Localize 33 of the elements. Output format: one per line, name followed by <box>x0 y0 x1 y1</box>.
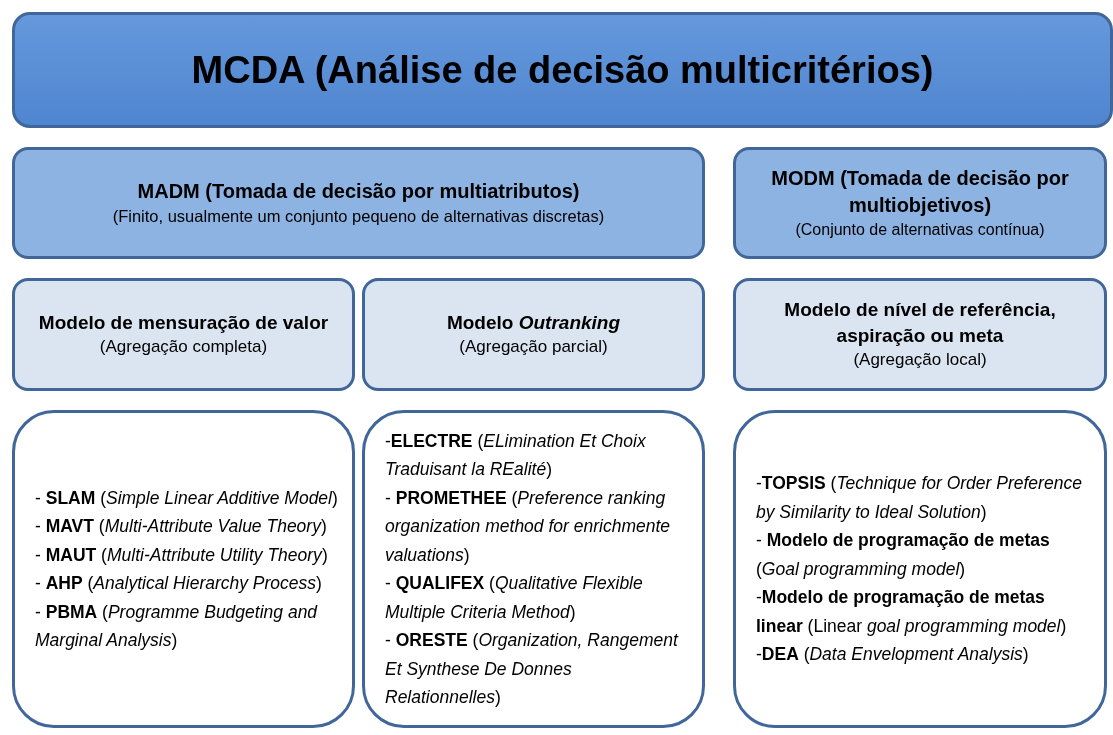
method-item: -DEA (Data Envelopment Analysis) <box>756 643 1029 667</box>
method-list-box <box>362 410 705 728</box>
category-box <box>12 147 705 259</box>
model-heading: Modelo Outranking <box>446 311 621 336</box>
method-item: -ELECTRE (ELimination Et Choix Traduisant la REalité) <box>385 429 647 481</box>
method-item: -Modelo de programação de metas linear (Linear goal programming model) <box>756 586 1068 638</box>
method-list-box <box>733 410 1107 728</box>
title-text: MCDA (Análise de decisão multicritérios) <box>191 48 934 92</box>
category-description: (Finito, usualmente um conjunto pequeno de alternativas discretas) <box>112 206 605 228</box>
method-item: - PBMA (Programme Budgeting and Marginal Analysis) <box>35 600 319 652</box>
model-description: (Agregação completa) <box>99 335 268 358</box>
category-box <box>733 147 1107 259</box>
model-box <box>12 278 355 391</box>
category-heading: MODM (Tomada de decisão por multiobjetivos) <box>770 166 1070 219</box>
category-heading: MADM (Tomada de decisão por multiatributos) <box>137 179 580 205</box>
title-box <box>12 12 1113 128</box>
model-description: (Agregação parcial) <box>459 335 608 358</box>
model-box <box>733 278 1107 391</box>
method-item: -TOPSIS (Technique for Order Preference by Similarity to Ideal Solution) <box>756 472 1083 524</box>
model-description: (Agregação local) <box>853 348 987 371</box>
method-item: - ORESTE (Organization, Rangement Et Synthese De Donnes Relationnelles) <box>385 629 680 709</box>
method-item: - MAUT (Multi-Attribute Utility Theory) <box>35 543 328 567</box>
method-item: - MAVT (Multi-Attribute Value Theory) <box>35 515 327 538</box>
method-item: - AHP (Analytical Hierarchy Process) <box>35 572 322 595</box>
model-box <box>362 278 705 391</box>
method-list-box <box>12 410 355 728</box>
method-item: - SLAM (Simple Linear Additive Model) <box>35 486 338 510</box>
method-item: - QUALIFEX (Qualitative Flexible Multiple Criteria Method) <box>385 572 644 624</box>
model-heading: Modelo de mensuração de valor <box>38 311 329 336</box>
category-description: (Conjunto de alternativas contínua) <box>795 220 1045 241</box>
model-heading: Modelo de nível de referência, aspiração ou meta <box>783 298 1057 349</box>
method-item: - Modelo de programação de metas (Goal programming model) <box>756 529 1051 581</box>
method-item: - PROMETHEE (Preference ranking organization method for enrichmente valuations) <box>385 486 672 567</box>
